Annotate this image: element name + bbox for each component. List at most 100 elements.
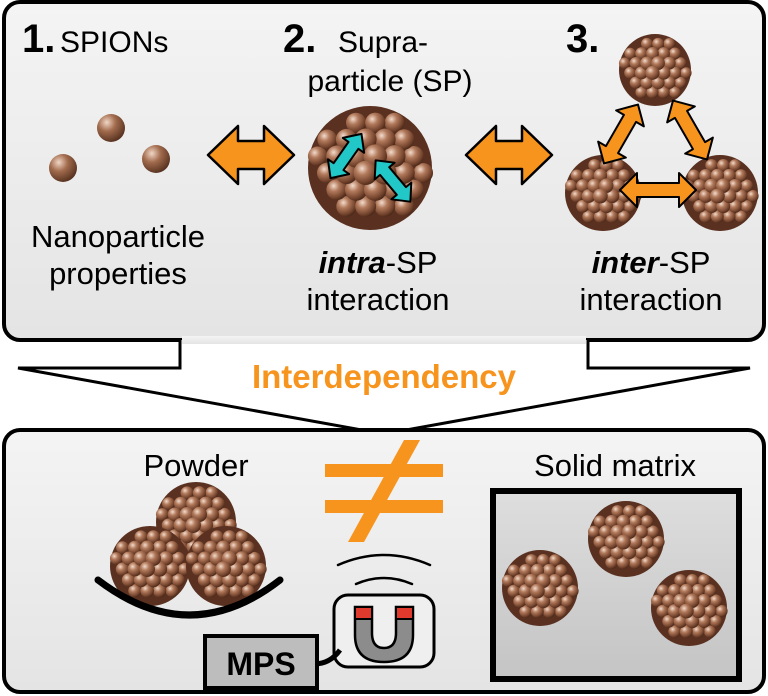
step2-caption-line1: intra-SP	[319, 245, 438, 280]
nanoparticle	[604, 535, 619, 549]
nanoparticle	[697, 614, 711, 628]
nanoparticle	[722, 210, 736, 223]
nanoparticle	[715, 605, 728, 617]
nanoparticle	[155, 508, 169, 521]
nanoparticle	[657, 86, 670, 99]
nanoparticle	[656, 604, 670, 618]
nanoparticle	[710, 168, 725, 183]
nanoparticle	[570, 189, 584, 203]
nanoparticle	[667, 604, 682, 618]
nanoparticle	[241, 584, 255, 598]
nanoparticle	[652, 536, 665, 548]
nanoparticle	[336, 196, 357, 217]
nanoparticle	[191, 562, 206, 576]
nanoparticle	[703, 584, 717, 597]
nanoparticle	[234, 551, 249, 566]
nanoparticle	[674, 574, 687, 587]
nanoparticle	[564, 179, 577, 192]
nanoparticle	[127, 561, 143, 577]
nanoparticle	[519, 605, 532, 618]
step3-caption-line2: interaction	[579, 282, 722, 317]
nanoparticle	[617, 169, 631, 182]
nanoparticle	[109, 552, 123, 565]
nanoparticle	[703, 604, 717, 618]
nanoparticle	[518, 584, 533, 598]
nanoparticle	[618, 57, 631, 69]
nanoparticle	[507, 564, 520, 577]
intra-sp-arrows	[326, 132, 413, 203]
nanoparticle	[560, 574, 574, 587]
nanoparticle	[205, 486, 219, 500]
nanoparticle	[687, 169, 700, 182]
supraparticle-icon	[501, 550, 579, 626]
nanoparticle	[537, 554, 550, 567]
nanoparticle	[640, 556, 653, 569]
nanoparticle	[576, 199, 590, 213]
nanoparticle	[662, 76, 676, 89]
nanoparticle	[703, 625, 716, 638]
nanoparticle	[216, 540, 231, 555]
nanoparticle	[165, 562, 179, 577]
nanoparticle	[560, 595, 573, 608]
nanoparticle	[652, 37, 664, 50]
nanoparticle	[548, 554, 562, 567]
nanoparticle	[662, 594, 676, 608]
nanoparticle	[611, 505, 624, 518]
nanoparticle	[624, 47, 636, 60]
nanoparticle	[705, 159, 718, 172]
nanoparticle	[161, 518, 176, 532]
nanoparticle	[635, 86, 648, 99]
nanoparticle	[162, 497, 175, 510]
nanoparticle	[530, 605, 544, 618]
nanoparticle	[588, 159, 601, 172]
nanoparticle	[699, 169, 713, 182]
step3-caption-rest: -SP	[659, 245, 711, 280]
supraparticle-icon	[307, 106, 434, 230]
nanoparticle	[593, 535, 607, 549]
nanoparticle	[728, 159, 742, 172]
nanoparticle	[624, 66, 637, 79]
nanoparticle	[697, 574, 711, 587]
nanoparticle	[247, 551, 261, 565]
nanoparticle	[634, 545, 648, 559]
nanoparticle	[717, 159, 730, 172]
nanoparticle	[728, 178, 742, 193]
nanoparticle	[605, 168, 619, 183]
nanoparticle	[593, 515, 606, 528]
nanoparticle	[582, 210, 595, 223]
nanoparticle	[346, 112, 367, 133]
nanoparticle	[185, 552, 199, 565]
nanoparticle	[146, 530, 160, 544]
nanoparticle	[507, 584, 521, 598]
nanoparticle	[616, 514, 631, 529]
double-arrow-icon	[464, 124, 554, 186]
step1-title: SPIONs	[60, 26, 168, 59]
nanoparticle	[139, 561, 155, 577]
supraparticle-icon	[681, 155, 759, 231]
step3-caption-line1: inter-SP	[592, 245, 711, 280]
nanoparticle	[576, 179, 590, 193]
nanoparticle	[158, 551, 173, 566]
nanoparticle	[216, 583, 230, 598]
nanoparticle	[152, 584, 167, 598]
nanoparticle	[668, 66, 681, 80]
nanoparticle	[317, 129, 338, 150]
nanoparticle	[611, 159, 625, 172]
nanoparticle	[691, 625, 705, 638]
nanoparticle	[186, 496, 201, 511]
nanoparticle	[254, 562, 267, 576]
nanoparticle	[587, 525, 600, 538]
step3-number: 3.	[566, 17, 599, 61]
nanoparticle	[635, 47, 648, 60]
solid-matrix-label: Solid matrix	[534, 448, 696, 483]
nanoparticle	[158, 572, 173, 587]
nanoparticle	[746, 190, 759, 202]
nanoparticle	[215, 561, 231, 577]
nanoparticle	[662, 56, 676, 70]
nanoparticle	[519, 564, 533, 577]
nanoparticle	[592, 188, 608, 204]
nanoparticle	[645, 65, 660, 80]
nanoparticle	[709, 615, 722, 628]
step2-caption-bold: intra	[319, 245, 386, 280]
nanoparticle	[121, 573, 136, 587]
